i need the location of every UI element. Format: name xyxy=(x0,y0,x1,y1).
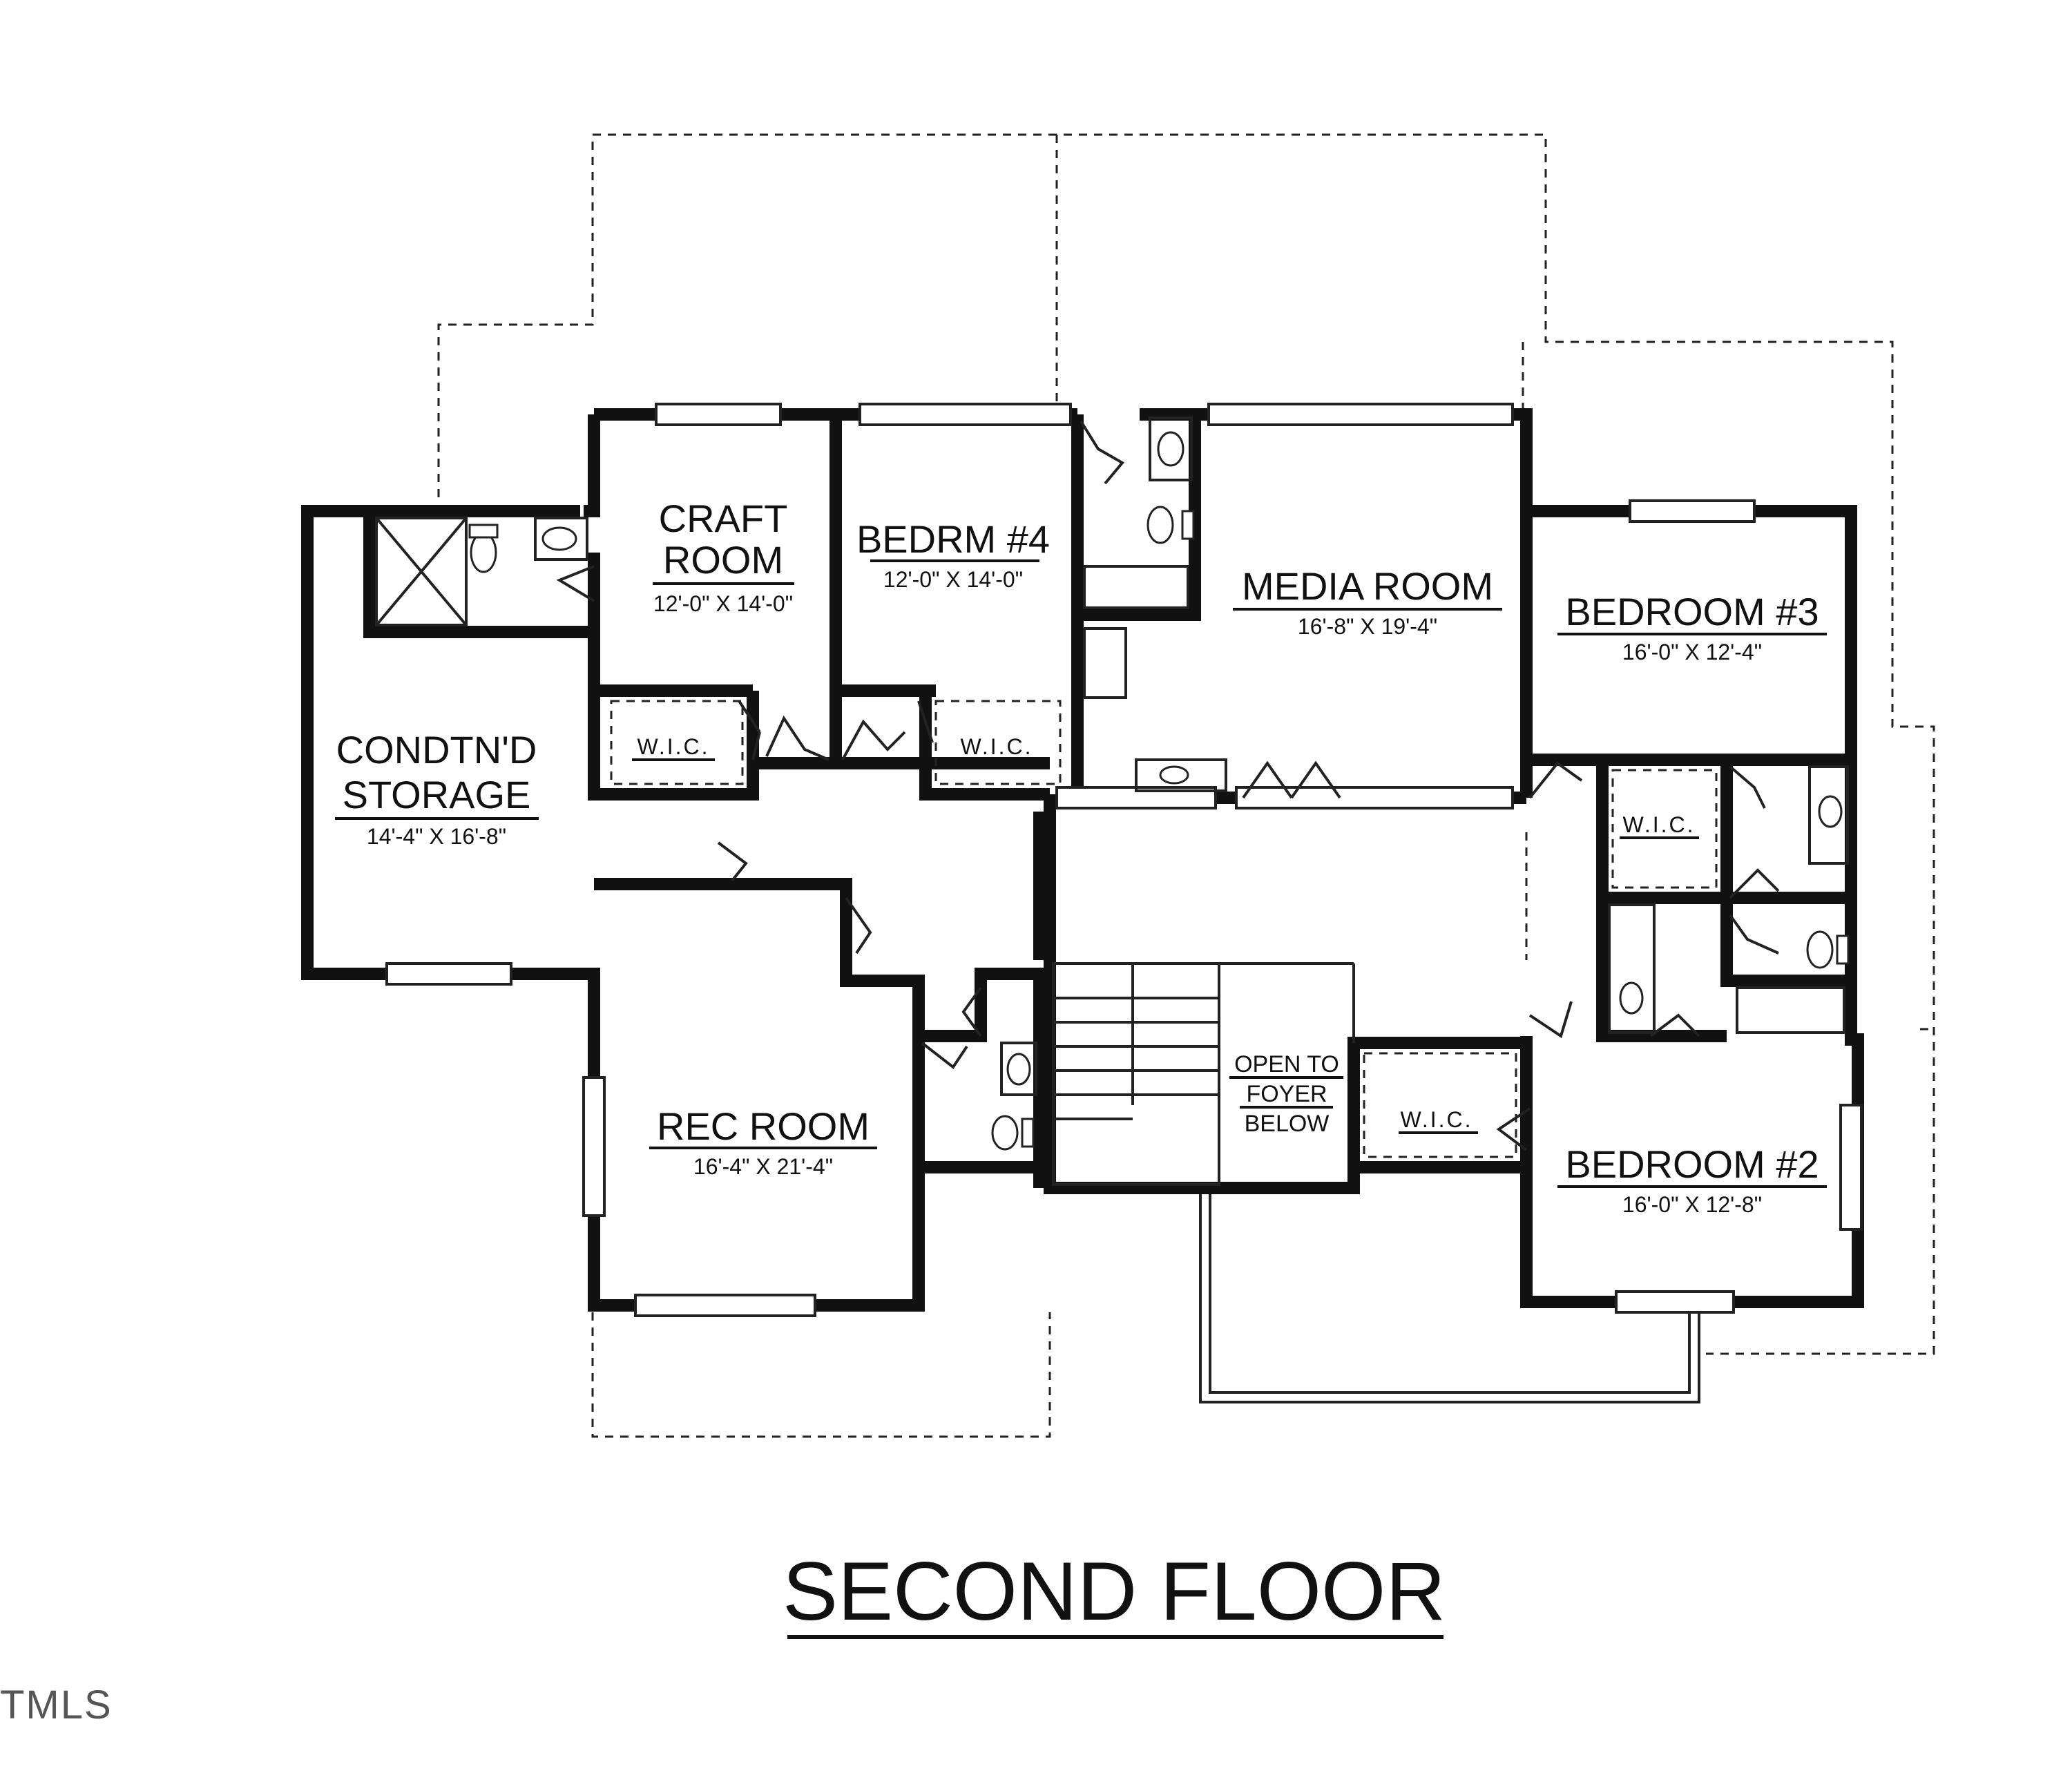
bedroom4-dims: 12'-0" X 14'-0" xyxy=(883,567,1023,592)
bath-fixtures xyxy=(375,416,1850,1151)
bedroom2-dims: 16'-0" X 12'-8" xyxy=(1622,1192,1762,1217)
mls-watermark: TMLS xyxy=(0,1683,113,1727)
wic-bed2-label: W.I.C. xyxy=(1400,1107,1473,1132)
doors xyxy=(556,420,1780,1151)
roof-outline xyxy=(437,133,1935,1438)
storage-label-line2: STORAGE xyxy=(343,773,531,816)
craft-room-label-line1: CRAFT xyxy=(659,497,788,540)
open-foyer-line3: BELOW xyxy=(1245,1111,1330,1137)
closet-shelves xyxy=(610,700,1718,1158)
bedroom4-label: BEDRM #4 xyxy=(856,517,1050,561)
rec-room-dims: 16'-4" X 21'-4" xyxy=(693,1154,833,1179)
media-room-label: MEDIA ROOM xyxy=(1242,564,1493,608)
bedroom2-label: BEDROOM #2 xyxy=(1565,1142,1819,1186)
wic-bed4-label: W.I.C. xyxy=(960,734,1033,759)
open-foyer-line2: FOYER xyxy=(1246,1081,1327,1107)
room-labels: CRAFT ROOM 12'-0" X 14'-0" BEDRM #4 12'-… xyxy=(335,497,1827,1217)
windows xyxy=(385,403,1863,1317)
open-foyer-line1: OPEN TO xyxy=(1234,1051,1339,1077)
page-title: SECOND FLOOR xyxy=(783,1545,1446,1638)
rec-room-label: REC ROOM xyxy=(657,1104,870,1148)
craft-room-label-line2: ROOM xyxy=(663,538,783,582)
storage-label-line1: CONDTN'D xyxy=(336,728,537,772)
staircase xyxy=(1052,962,1355,1186)
storage-dims: 14'-4" X 16'-8" xyxy=(367,824,506,849)
craft-room-dims: 12'-0" X 14'-0" xyxy=(653,591,793,616)
closet-labels: W.I.C. W.I.C. W.I.C. W.I.C. xyxy=(632,734,1699,1134)
wic-bed3-label: W.I.C. xyxy=(1622,812,1695,837)
bedroom3-label: BEDROOM #3 xyxy=(1565,590,1819,633)
bedroom3-dims: 16'-0" X 12'-4" xyxy=(1622,640,1762,664)
wic-craft-label: W.I.C. xyxy=(637,734,709,759)
media-room-dims: 16'-8" X 19'-4" xyxy=(1298,614,1437,639)
front-porch xyxy=(1199,1191,1700,1403)
